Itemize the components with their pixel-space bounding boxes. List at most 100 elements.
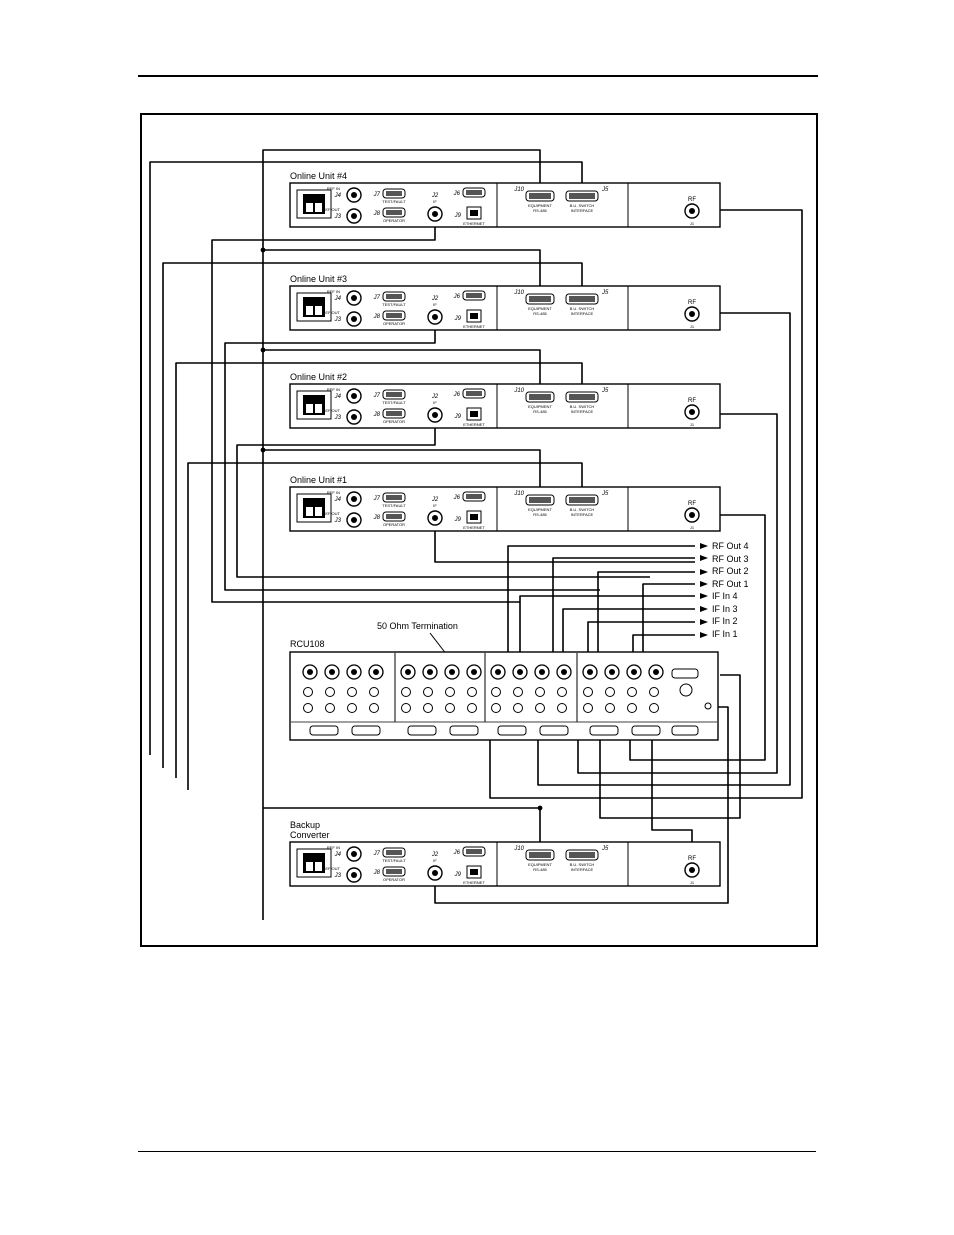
svg-text:B.U. SWITCH: B.U. SWITCH (570, 862, 595, 867)
sma-connector-icon (467, 703, 477, 713)
svg-text:J5: J5 (601, 846, 609, 852)
sma-connector-icon (605, 687, 615, 697)
svg-text:IF: IF (433, 858, 437, 863)
svg-text:OPERATOR: OPERATOR (383, 877, 405, 882)
io-label: IF In 3 (712, 604, 738, 614)
svg-text:INTERFACE: INTERFACE (571, 311, 594, 316)
sma-connector-icon (535, 703, 545, 713)
svg-text:J5: J5 (601, 491, 609, 497)
svg-text:J4: J4 (334, 296, 342, 302)
svg-text:J5: J5 (601, 290, 609, 296)
svg-text:B.U. SWITCH: B.U. SWITCH (570, 507, 595, 512)
io-label-list: RF Out 4 RF Out 3 RF Out 2 RF Out 1 IF I… (712, 541, 749, 639)
sma-connector-icon (445, 703, 455, 713)
unit-label: Online Unit #3 (290, 274, 347, 284)
sma-connector-icon (423, 687, 433, 697)
svg-text:TEST/FAULT: TEST/FAULT (382, 858, 406, 863)
svg-text:J2: J2 (431, 394, 439, 400)
svg-text:ETHERNET: ETHERNET (463, 880, 485, 885)
svg-text:J10: J10 (513, 846, 524, 852)
svg-text:J1: J1 (690, 221, 695, 226)
io-label: RF Out 4 (712, 541, 749, 551)
dsub-connector-icon (589, 725, 619, 736)
backup-label-line2: Converter (290, 830, 330, 840)
sma-connector-icon (583, 703, 593, 713)
svg-text:TEST/FAULT: TEST/FAULT (382, 302, 406, 307)
svg-text:J8: J8 (373, 211, 381, 217)
svg-text:J10: J10 (513, 187, 524, 193)
svg-text:RS-485: RS-485 (533, 867, 547, 872)
svg-text:J9: J9 (454, 872, 462, 878)
svg-text:OPERATOR: OPERATOR (383, 522, 405, 527)
svg-text:J5: J5 (601, 187, 609, 193)
svg-text:J3: J3 (334, 518, 342, 524)
dsub-connector-icon (539, 725, 569, 736)
sma-connector-icon (649, 703, 659, 713)
svg-text:J2: J2 (431, 497, 439, 503)
sma-connector-icon (535, 687, 545, 697)
termination-label: 50 Ohm Termination (377, 621, 458, 631)
svg-text:TEST/FAULT: TEST/FAULT (382, 199, 406, 204)
svg-text:J7: J7 (373, 496, 381, 502)
svg-text:REF IN: REF IN (327, 490, 340, 495)
sma-connector-icon (401, 703, 411, 713)
svg-text:J8: J8 (373, 314, 381, 320)
svg-text:ETHERNET: ETHERNET (463, 221, 485, 226)
top-rule (138, 75, 818, 77)
sma-connector-icon (491, 703, 501, 713)
svg-text:J2: J2 (431, 193, 439, 199)
rcu108-label: RCU108 (290, 639, 325, 649)
svg-text:J6: J6 (453, 294, 461, 300)
sma-connector-icon (303, 687, 313, 697)
svg-text:EQUIPMENT: EQUIPMENT (528, 203, 552, 208)
sma-connector-icon (513, 703, 523, 713)
svg-text:J9: J9 (454, 414, 462, 420)
svg-text:ETHERNET: ETHERNET (463, 422, 485, 427)
sma-connector-icon (627, 687, 637, 697)
unit-chassis (289, 383, 721, 429)
sma-connector-icon (325, 703, 335, 713)
svg-text:OPERATOR: OPERATOR (383, 419, 405, 424)
svg-text:J8: J8 (373, 412, 381, 418)
svg-text:J9: J9 (454, 517, 462, 523)
svg-text:TEST/FAULT: TEST/FAULT (382, 400, 406, 405)
sma-connector-icon (347, 703, 357, 713)
svg-text:J2: J2 (431, 852, 439, 858)
svg-text:EQUIPMENT: EQUIPMENT (528, 862, 552, 867)
svg-text:J6: J6 (453, 495, 461, 501)
svg-text:J3: J3 (334, 873, 342, 879)
sma-connector-icon (557, 703, 567, 713)
svg-text:REF IN: REF IN (327, 845, 340, 850)
svg-text:J3: J3 (334, 415, 342, 421)
arrow-icon (700, 632, 708, 638)
svg-text:OPERATOR: OPERATOR (383, 218, 405, 223)
svg-text:J9: J9 (454, 316, 462, 322)
sma-connector-icon (467, 687, 477, 697)
svg-text:INTERFACE: INTERFACE (571, 409, 594, 414)
svg-text:RS-485: RS-485 (533, 409, 547, 414)
dsub-connector-icon (671, 725, 699, 736)
svg-text:J6: J6 (453, 191, 461, 197)
svg-text:J9: J9 (454, 213, 462, 219)
svg-text:J3: J3 (334, 214, 342, 220)
diagram-frame (140, 113, 818, 947)
svg-text:B.U. SWITCH: B.U. SWITCH (570, 306, 595, 311)
sma-connector-icon (325, 687, 335, 697)
sma-connector-icon (423, 703, 433, 713)
sma-connector-icon (369, 703, 379, 713)
svg-text:J1: J1 (690, 525, 695, 530)
svg-text:RS-485: RS-485 (533, 208, 547, 213)
arrow-icon (700, 569, 708, 575)
dsub-connector-icon (631, 725, 661, 736)
arrow-icon (700, 543, 708, 549)
svg-text:IF: IF (433, 503, 437, 508)
sma-connector-icon (583, 687, 593, 697)
sma-connector-icon (627, 703, 637, 713)
svg-text:J8: J8 (373, 870, 381, 876)
sma-connector-icon (369, 687, 379, 697)
rcu108-panel (289, 651, 719, 741)
